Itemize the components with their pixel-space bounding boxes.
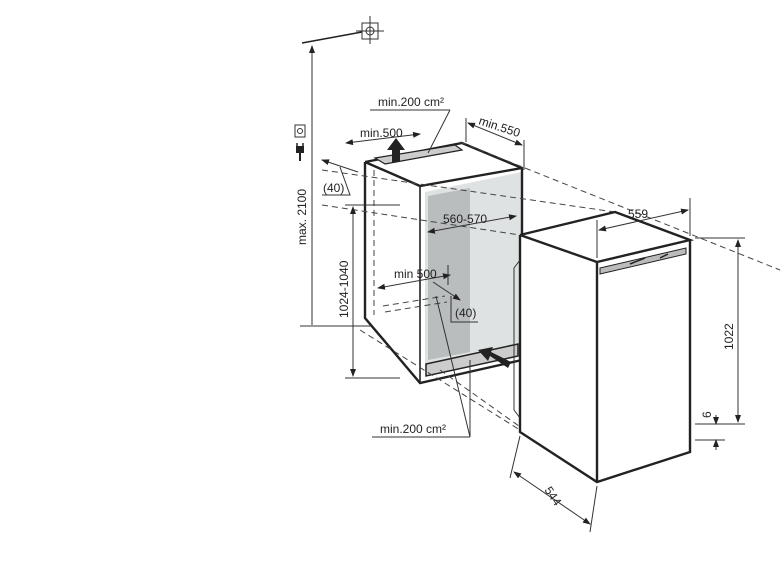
niche-height-dimension: 1024-1040 <box>337 204 400 379</box>
ceiling-line <box>301 16 384 44</box>
niche-depth-dimension: min.550 <box>465 114 525 170</box>
bottom-vent-width-dimension: min 500 <box>377 265 451 290</box>
svg-text:6: 6 <box>700 411 714 418</box>
top-vent-area-callout: min.200 cm² <box>370 95 451 154</box>
svg-text:min.200 cm²: min.200 cm² <box>378 95 444 109</box>
svg-text:560-570: 560-570 <box>443 212 487 226</box>
bottom-vent-area-callout: min.200 cm² <box>372 295 471 438</box>
air-in-arrow-icon <box>478 347 511 368</box>
niche-width-dimension: 560-570 <box>427 212 517 234</box>
svg-text:min 500: min 500 <box>394 267 437 281</box>
max-height-label: max. 2100 <box>295 189 309 245</box>
svg-text:min.500: min.500 <box>360 126 403 140</box>
svg-text:559: 559 <box>628 207 648 221</box>
svg-text:1024-1040: 1024-1040 <box>337 260 351 318</box>
appliance-hinge-strip <box>599 247 687 275</box>
svg-text:(40): (40) <box>323 181 344 195</box>
top-vent <box>373 144 464 165</box>
svg-text:(40): (40) <box>455 306 476 320</box>
bottom-gap-dimension: (40) <box>432 281 478 323</box>
appliance-width-dimension: 559 <box>596 198 691 258</box>
top-vent-width-dimension: min.500 <box>345 126 421 146</box>
svg-text:min.200 cm²: min.200 cm² <box>380 422 446 436</box>
plug-icon <box>294 124 306 161</box>
niche-cabinet <box>363 141 524 385</box>
appliance-height-dimension: 1022 <box>695 237 745 425</box>
top-gap-dimension: (40) <box>321 159 359 196</box>
foot-height-dimension: 6 <box>695 411 725 450</box>
appliance <box>513 210 695 484</box>
svg-text:1022: 1022 <box>722 323 736 350</box>
svg-text:544: 544 <box>542 484 565 509</box>
max-height-dimension: max. 2100 <box>295 45 372 327</box>
